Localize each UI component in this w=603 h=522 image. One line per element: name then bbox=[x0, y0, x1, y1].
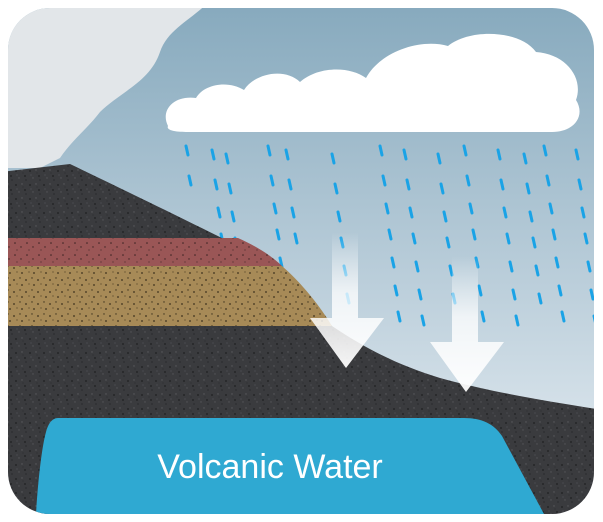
rain-drop bbox=[381, 174, 387, 187]
rain-drop bbox=[396, 310, 402, 323]
rain-drop bbox=[465, 174, 471, 187]
rain-drop bbox=[522, 152, 528, 165]
steam-plume bbox=[8, 8, 210, 168]
rain-drop bbox=[420, 314, 426, 327]
rain-drop bbox=[411, 232, 417, 245]
rain-drop bbox=[468, 202, 474, 215]
rain-drop bbox=[439, 182, 445, 195]
rain-drop bbox=[577, 178, 583, 191]
rain-cloud bbox=[165, 33, 580, 132]
rain-drop bbox=[499, 178, 505, 191]
tan-layer bbox=[8, 266, 332, 326]
rain-drop bbox=[408, 206, 414, 219]
rain-drop bbox=[554, 256, 560, 269]
rain-drop bbox=[293, 232, 299, 245]
rain-drop bbox=[230, 210, 236, 223]
rain-drop bbox=[586, 260, 592, 273]
rain-drop bbox=[224, 152, 230, 165]
rain-drop bbox=[531, 236, 537, 249]
rain-drop bbox=[414, 260, 420, 273]
rain-drop bbox=[284, 148, 290, 161]
rain-drop bbox=[436, 152, 442, 165]
rain-drop bbox=[511, 288, 517, 301]
rain-drop bbox=[462, 144, 468, 157]
rain-drop bbox=[505, 232, 511, 245]
rain-drop bbox=[378, 144, 384, 157]
rain-drop bbox=[537, 292, 543, 305]
rain-drop bbox=[589, 288, 594, 301]
rain-drop bbox=[551, 228, 557, 241]
rain-drop bbox=[216, 206, 222, 219]
rain-drop bbox=[583, 232, 589, 245]
volcanic-water-aquifer bbox=[36, 418, 544, 514]
rain-drop bbox=[272, 202, 278, 215]
rain-drop bbox=[184, 144, 190, 157]
rain-drop bbox=[471, 228, 477, 241]
rain-drop bbox=[534, 264, 540, 277]
rain-drop bbox=[393, 284, 399, 297]
rain-drop bbox=[266, 144, 272, 157]
rain-drop bbox=[477, 284, 483, 297]
rain-drop bbox=[580, 206, 586, 219]
rain-drop bbox=[290, 206, 296, 219]
rain-drop bbox=[278, 256, 284, 269]
rain-drop bbox=[496, 148, 502, 161]
rain-drop bbox=[330, 152, 336, 165]
rain-drop bbox=[333, 182, 339, 195]
rain-drop bbox=[502, 206, 508, 219]
aquifer-label: Volcanic Water bbox=[157, 448, 383, 486]
rain-drop bbox=[287, 178, 293, 191]
rain-drop bbox=[390, 256, 396, 269]
red-layer bbox=[8, 238, 282, 266]
rain-drop bbox=[548, 202, 554, 215]
rain-drop bbox=[442, 210, 448, 223]
rain-drop bbox=[275, 228, 281, 241]
rain-drop bbox=[227, 182, 233, 195]
rain-drop bbox=[384, 202, 390, 215]
infiltration-arrow-left bbox=[310, 232, 384, 368]
rain-drop bbox=[210, 148, 216, 161]
rain-drop bbox=[448, 264, 454, 277]
rain-drop bbox=[417, 288, 423, 301]
rain-drop bbox=[508, 260, 514, 273]
rain-drop bbox=[574, 148, 580, 161]
rain-drop bbox=[187, 174, 193, 187]
rain-drop bbox=[213, 178, 219, 191]
rain-drop bbox=[402, 148, 408, 161]
rain-drop bbox=[405, 178, 411, 191]
rain-drop bbox=[387, 228, 393, 241]
rain-drop bbox=[592, 314, 594, 327]
rain-drop bbox=[336, 210, 342, 223]
rain-drop bbox=[525, 182, 531, 195]
rain-drop bbox=[545, 174, 551, 187]
infiltration-arrow-right bbox=[430, 256, 504, 392]
rain-drop bbox=[542, 144, 548, 157]
rain-drop bbox=[528, 210, 534, 223]
rain-drop bbox=[269, 174, 275, 187]
rain-drop bbox=[560, 310, 566, 323]
rain-drop bbox=[480, 310, 486, 323]
rain-drop bbox=[557, 284, 563, 297]
rain-drop bbox=[445, 236, 451, 249]
rain-drop bbox=[514, 314, 520, 327]
